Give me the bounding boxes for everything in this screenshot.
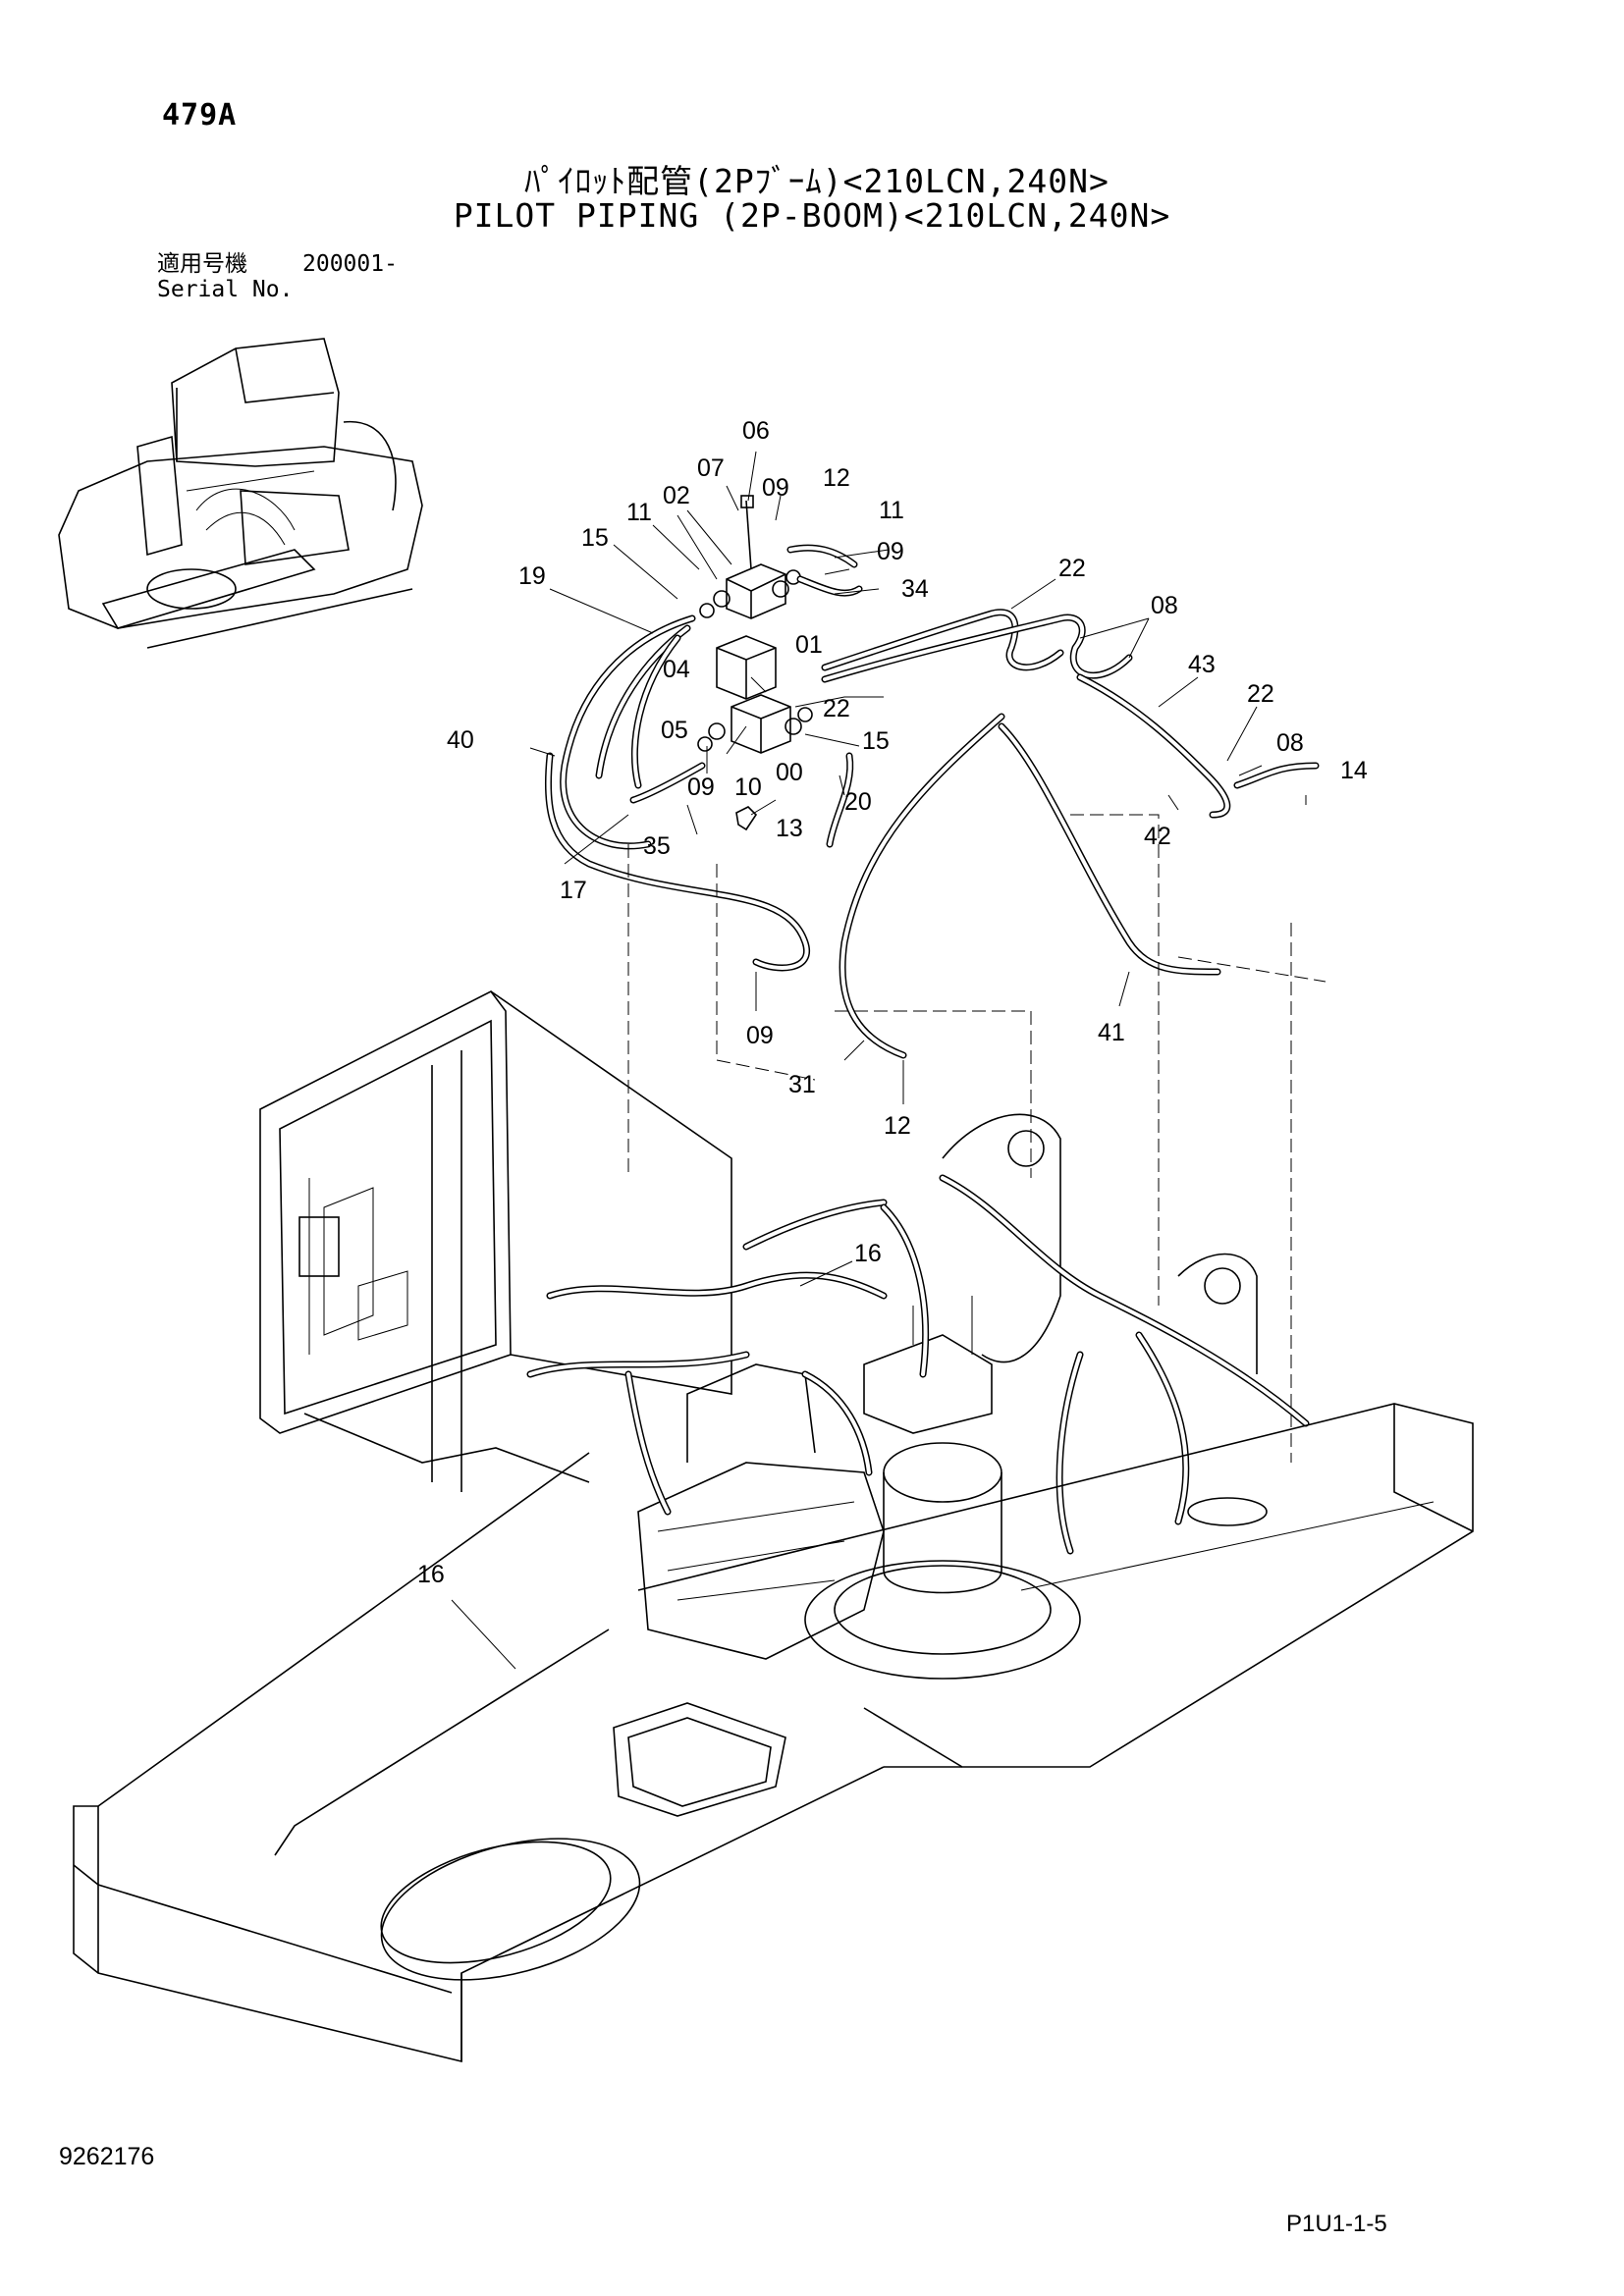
- callout-label: 20: [844, 788, 872, 816]
- callout-label: 07: [697, 454, 725, 482]
- callout-label: 15: [862, 727, 890, 755]
- callout-label: 35: [643, 832, 671, 860]
- callout-label: 11: [879, 497, 904, 524]
- callout-label: 13: [776, 815, 803, 842]
- title-japanese: ﾊﾟｲﾛｯﾄ配管(2Pﾌﾞｰﾑ)<210LCN,240N>: [524, 162, 1110, 200]
- serial-value: 200001-: [302, 251, 398, 277]
- control-valve-and-swing-motor: [526, 1199, 1081, 1680]
- callout-label: 11: [626, 499, 652, 526]
- callout-label: 22: [1247, 680, 1274, 708]
- callout-label: 05: [661, 717, 688, 744]
- callout-label: 09: [877, 538, 904, 565]
- reference-lines: [627, 814, 1326, 1463]
- serial-label-en: Serial No.: [157, 277, 294, 302]
- callout-label: 01: [795, 631, 823, 659]
- callout-label: 22: [1058, 555, 1086, 582]
- callout-label: 15: [581, 524, 609, 552]
- callout-label: 40: [447, 726, 474, 754]
- boom-bracket: [880, 1113, 1310, 1555]
- callout-label: 17: [560, 877, 587, 904]
- callout-label: 06: [742, 417, 770, 445]
- pilot-manifold-cluster: [697, 495, 813, 831]
- callout-label: 12: [823, 464, 850, 492]
- machine-overview-inset: [58, 338, 423, 649]
- callout-label: 43: [1188, 651, 1216, 678]
- callout-label: 42: [1144, 823, 1171, 850]
- callout-label: 34: [901, 575, 929, 603]
- callout-label: 14: [1340, 757, 1368, 784]
- callout-label: 10: [734, 774, 762, 801]
- side-panel-assembly: [259, 989, 732, 1492]
- callout-label: 02: [663, 482, 690, 509]
- page-code: 479A: [162, 98, 238, 133]
- callout-label: 22: [823, 695, 850, 722]
- callout-label: 12: [884, 1112, 911, 1140]
- serial-label-jp: 適用号機: [157, 251, 247, 277]
- page-reference: P1U1-1-5: [1286, 2211, 1387, 2237]
- title-english: PILOT PIPING (2P-BOOM)<210LCN,240N>: [453, 196, 1171, 235]
- pilot-hoses: [544, 544, 1320, 1059]
- callout-label: 08: [1276, 729, 1304, 757]
- callout-label: 09: [687, 774, 715, 801]
- callout-label: 16: [854, 1240, 882, 1267]
- callout-label: 31: [788, 1071, 816, 1098]
- callout-label: 09: [762, 474, 789, 502]
- document-number: 9262176: [59, 2143, 155, 2170]
- callout-label: 09: [746, 1022, 774, 1049]
- callout-label: 00: [776, 759, 803, 786]
- callout-label: 16: [417, 1561, 445, 1588]
- callout-label: 41: [1098, 1019, 1125, 1046]
- callout-label: 19: [518, 562, 546, 590]
- serial-block: 適用号機 200001- Serial No.: [157, 251, 398, 302]
- callout-label: 08: [1151, 592, 1178, 619]
- callout-label: 04: [663, 656, 690, 683]
- callout-numbers: 06 07 12 09 11 02 11 15 09 34 19 01 22 0…: [417, 417, 1368, 1588]
- upper-frame: [73, 1403, 1474, 2063]
- leader-lines: [451, 451, 1307, 1670]
